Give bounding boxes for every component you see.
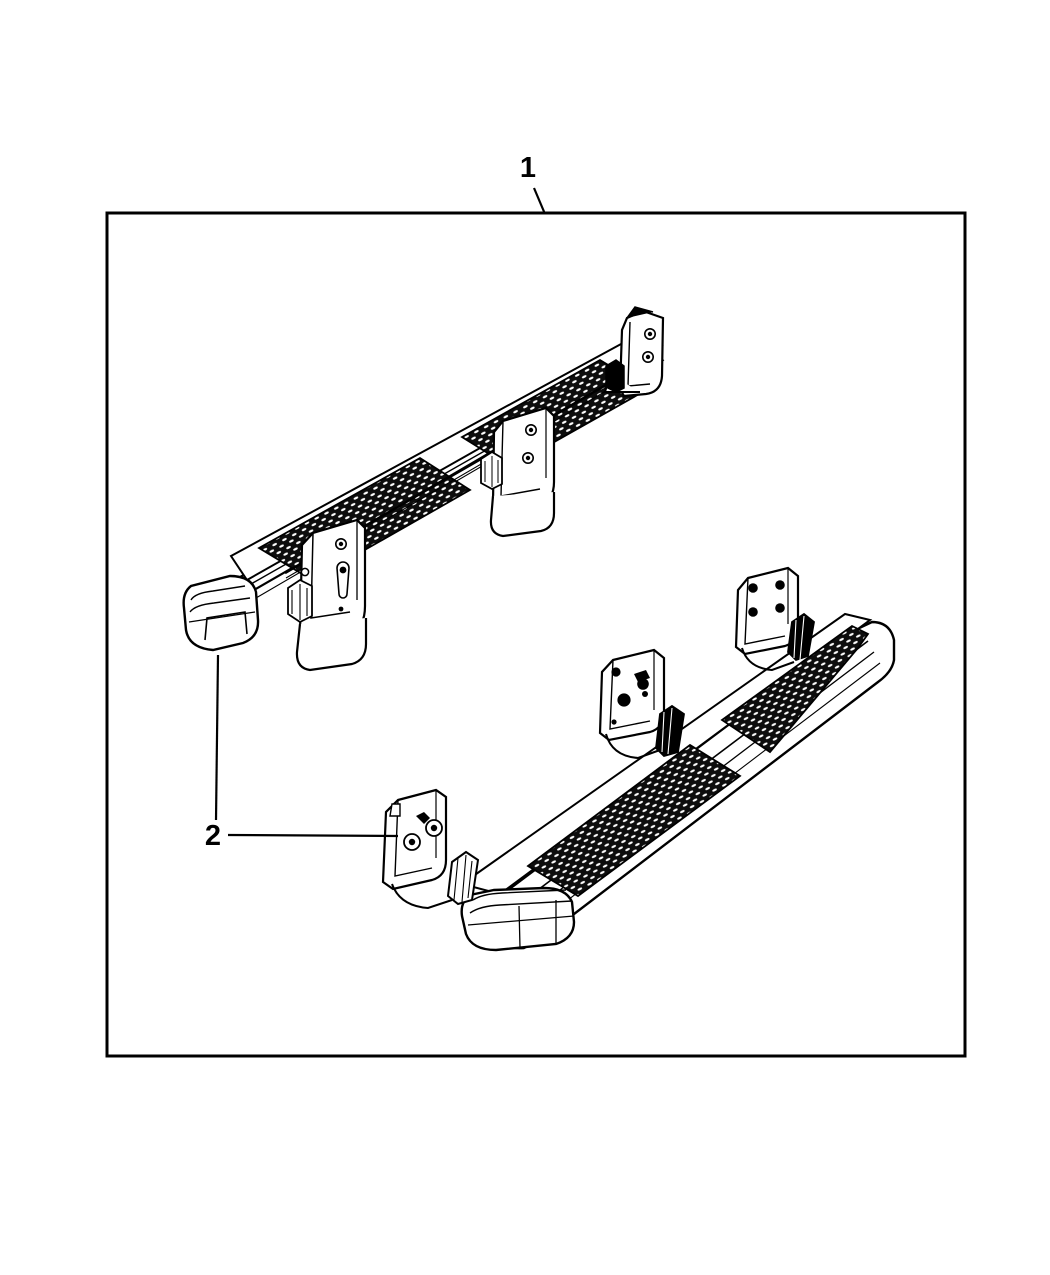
lower-running-board — [381, 566, 896, 952]
callout-1-label: 1 — [520, 152, 536, 184]
lower-bracket-right — [734, 566, 815, 672]
lower-board-end-cap — [460, 886, 576, 952]
upper-bracket-middle — [480, 406, 556, 538]
upper-running-board — [182, 306, 665, 672]
lower-tread-pad-right — [720, 624, 870, 754]
lower-tread-pad-left — [526, 743, 742, 898]
lower-bracket-middle — [598, 648, 685, 760]
upper-board-end-cap — [182, 574, 260, 652]
upper-bracket-left — [287, 518, 368, 672]
callout-2-group: 2 — [205, 654, 399, 852]
upper-bracket-right — [603, 306, 665, 398]
lower-bracket-left — [381, 788, 480, 910]
callout-2-label: 2 — [205, 820, 221, 852]
callout-1-group: 1 — [520, 152, 547, 215]
callout-2-leader-horizontal — [227, 833, 399, 838]
callout-2-leader-vertical — [214, 654, 220, 821]
callout-1-leader — [532, 187, 547, 215]
